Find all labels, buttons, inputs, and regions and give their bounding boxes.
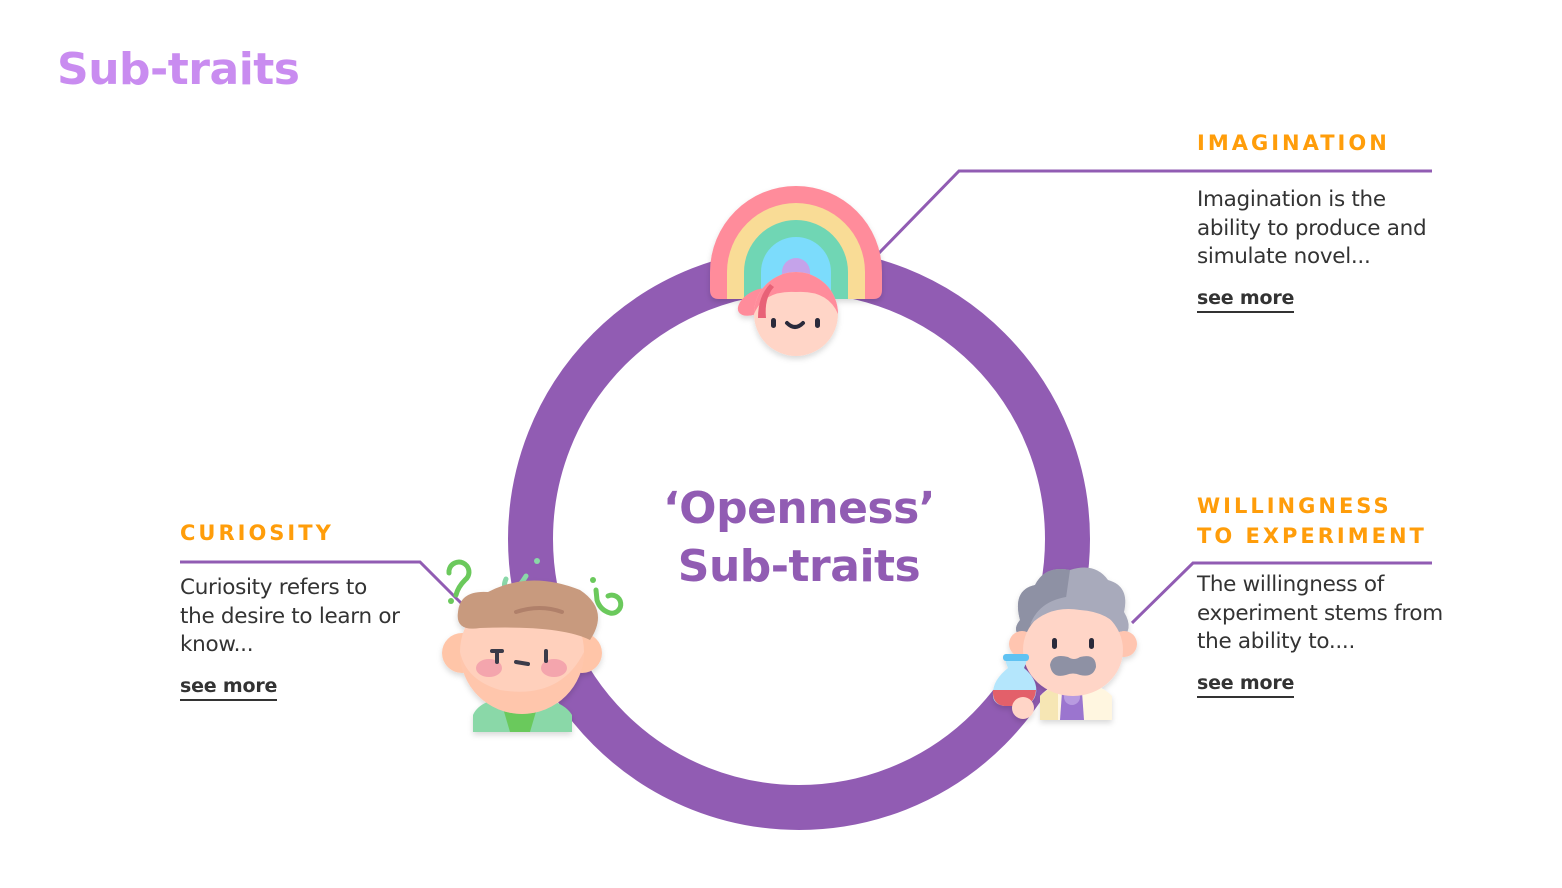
rainbow-girl-icon [710,186,882,356]
see-more-link-willingness[interactable]: see more [1197,673,1294,698]
trait-imagination: IMAGINATION Imagination is the ability t… [1197,128,1467,313]
curious-boy-icon [442,558,624,732]
connector-line-imagination [841,169,1432,292]
trait-title-line2: TO EXPERIMENT [1197,524,1427,548]
center-title: ‘Openness’ Sub-traits [599,480,999,596]
see-more-link-imagination[interactable]: see more [1197,288,1294,313]
connector-line-willingness [1130,561,1432,625]
trait-title: IMAGINATION [1197,131,1390,155]
trait-description: Curiosity refers to the desire to learn … [180,575,400,657]
trait-title: CURIOSITY [180,521,334,545]
trait-curiosity: CURIOSITY Curiosity refers to the desire… [180,518,450,701]
trait-description: The willingness of experiment stems from… [1197,572,1443,654]
scientist-icon [992,567,1137,720]
trait-title: WILLINGNESS TO EXPERIMENT [1197,491,1467,551]
trait-willingness-to-experiment: WILLINGNESS TO EXPERIMENT The willingnes… [1197,491,1467,698]
trait-title-line1: WILLINGNESS [1197,494,1392,518]
page-title: Sub-traits [57,44,300,95]
center-title-line2: Sub-traits [677,541,921,592]
center-title-line1: ‘Openness’ [662,483,936,534]
connector-line-curiosity [180,560,465,607]
see-more-link-curiosity[interactable]: see more [180,676,277,701]
trait-description: Imagination is the ability to produce an… [1197,187,1427,269]
